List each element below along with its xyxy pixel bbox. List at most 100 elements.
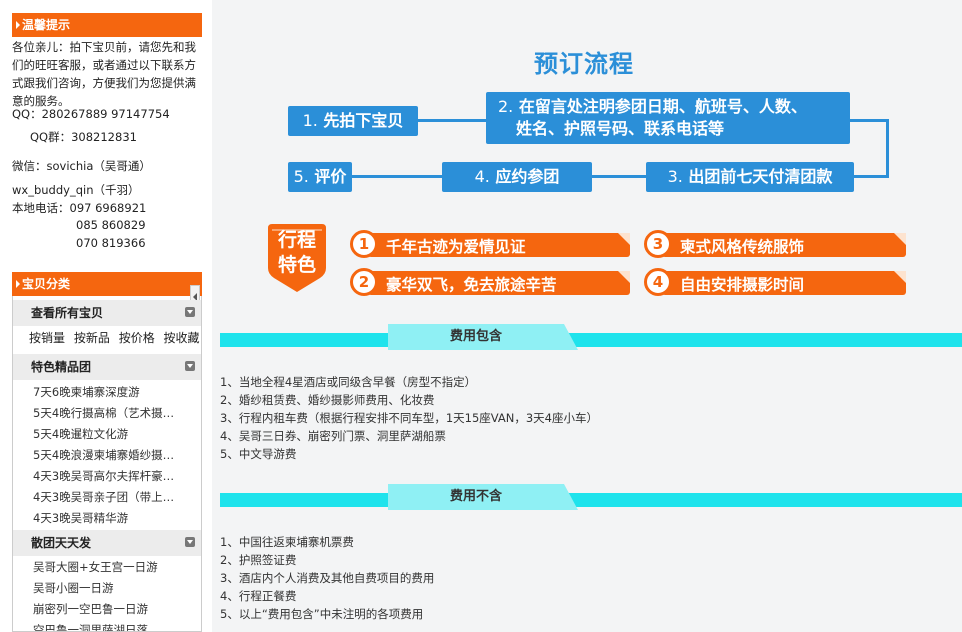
- feature-item-1: 1 千年古迹为爱情见证: [350, 230, 634, 258]
- qq-group: QQ群：308212831: [30, 130, 137, 144]
- feature-text: 豪华双飞，免去旅途辛苦: [386, 276, 557, 294]
- feature-bar: [662, 233, 906, 257]
- list-item[interactable]: 4天3晚吴哥精华游: [33, 511, 129, 525]
- process-step-3: 3. 出团前七天付清团款: [646, 162, 854, 192]
- wechat-contact: 微信：sovichia（吴哥通）: [12, 159, 151, 173]
- feature-number: 2: [350, 268, 378, 296]
- sort-by-new[interactable]: 按新品: [73, 331, 110, 345]
- feature-curl: [894, 271, 906, 283]
- sidebar: 温馨提示 各位亲儿：拍下宝贝前，请您先和我们的旺旺客服，或者通过以下联系方式跟我…: [0, 0, 212, 632]
- notice-header: 温馨提示: [12, 13, 202, 37]
- qq-contact: QQ：280267889 97147754: [12, 107, 170, 121]
- features-badge-text: 行程 特色: [264, 228, 330, 278]
- list-item: 5、中文导游费: [220, 447, 297, 461]
- list-item[interactable]: 4天3晚吴哥高尔夫挥杆豪…: [33, 469, 175, 483]
- step-number: 1.: [302, 111, 318, 130]
- feature-bar: [662, 271, 906, 295]
- feature-curl: [894, 233, 906, 245]
- feature-item-4: 4 自由安排摄影时间: [644, 268, 906, 296]
- badge-line-1: 行程: [277, 229, 316, 251]
- feature-number: 4: [644, 268, 672, 296]
- list-item: 3、行程内租车费（根据行程安排不同车型，1天15座VAN，3天4座小车）: [220, 411, 598, 425]
- group-daily[interactable]: 散团天天发: [13, 530, 201, 556]
- process-connector: [886, 119, 889, 177]
- list-item[interactable]: 吴哥大圈+女王宫一日游: [33, 560, 158, 574]
- chevron-down-icon[interactable]: [185, 537, 195, 547]
- feature-text: 柬式风格传统服饰: [680, 238, 805, 256]
- badge-line-2: 特色: [277, 254, 316, 276]
- step-label: 先拍下宝贝: [323, 111, 404, 130]
- wx-contact: wx_buddy_qin（千羽）: [12, 183, 140, 197]
- process-connector: [592, 175, 652, 178]
- step-label: 出团前七天付清团款: [688, 167, 833, 186]
- feature-item-2: 2 豪华双飞，免去旅途辛苦: [350, 268, 634, 296]
- list-item[interactable]: 空巴鲁一洞里萨湖日落: [33, 623, 148, 632]
- list-item: 2、婚纱租赁费、婚纱摄影师费用、化妆费: [220, 393, 435, 407]
- feature-number: 1: [350, 230, 378, 258]
- notice-paragraph: 各位亲儿：拍下宝贝前，请您先和我们的旺旺客服，或者通过以下联系方式跟我们咨询，方…: [12, 40, 196, 108]
- sort-by-sales[interactable]: 按销量: [29, 331, 66, 345]
- sort-by-favorites[interactable]: 按收藏: [163, 331, 200, 345]
- list-item: 1、中国往返柬埔寨机票费: [220, 535, 354, 549]
- notice-text: 各位亲儿：拍下宝贝前，请您先和我们的旺旺客服，或者通过以下联系方式跟我们咨询，方…: [12, 38, 202, 110]
- group-daily-title: 散团天天发: [31, 536, 92, 550]
- process-connector: [852, 175, 889, 178]
- list-item[interactable]: 5天4晚行摄高棉（艺术摄…: [33, 406, 175, 420]
- step-label: 在留言处注明参团日期、航班号、人数、: [518, 97, 807, 116]
- category-title: 宝贝分类: [22, 277, 71, 291]
- list-item: 4、行程正餐费: [220, 589, 297, 603]
- feature-text: 千年古迹为爱情见证: [386, 238, 526, 256]
- excluded-band: [220, 493, 962, 507]
- list-item[interactable]: 7天6晚柬埔寨深度游: [33, 385, 140, 399]
- chevron-down-icon[interactable]: [185, 307, 195, 317]
- phone-2: 085 860829: [76, 218, 146, 232]
- process-connector: [350, 175, 446, 178]
- category-header: 宝贝分类: [12, 272, 202, 296]
- phone-3: 070 819366: [76, 236, 146, 250]
- list-item[interactable]: 5天4晚暹粒文化游: [33, 427, 129, 441]
- list-item: 4、吴哥三日券、崩密列门票、洞里萨湖船票: [220, 429, 446, 443]
- group-featured-title: 特色精品团: [31, 360, 92, 374]
- list-item[interactable]: 崩密列一空巴鲁一日游: [33, 602, 148, 616]
- step-number: 3.: [667, 167, 683, 186]
- step-number: 4.: [474, 167, 490, 186]
- step-label: 评价: [314, 167, 347, 186]
- process-step-1: 1. 先拍下宝贝: [288, 106, 418, 136]
- sort-options: 按销量 按新品 按价格 按收藏: [29, 329, 201, 346]
- list-item: 3、酒店内个人消费及其他自费项目的费用: [220, 571, 435, 585]
- process-connector: [848, 119, 888, 122]
- step-number: 2.: [498, 97, 514, 116]
- list-item[interactable]: 吴哥小圈一日游: [33, 581, 114, 595]
- list-item[interactable]: 5天4晚浪漫柬埔寨婚纱摄…: [33, 448, 175, 462]
- notice-title: 温馨提示: [22, 18, 71, 32]
- included-list: 1、当地全程4星酒店或同级含早餐（房型不指定） 2、婚纱租赁费、婚纱摄影师费用、…: [220, 373, 598, 463]
- process-step-4: 4. 应约参团: [442, 162, 592, 192]
- all-items-link[interactable]: 查看所有宝贝: [13, 300, 201, 326]
- list-item: 5、以上“费用包含”中未注明的各项费用: [220, 607, 424, 621]
- list-item: 1、当地全程4星酒店或同级含早餐（房型不指定）: [220, 375, 477, 389]
- step-number: 5.: [293, 167, 309, 186]
- process-step-5: 5. 评价: [288, 162, 352, 192]
- process-title: 预订流程: [534, 50, 634, 78]
- feature-number: 3: [644, 230, 672, 258]
- included-title: 费用包含: [388, 324, 578, 350]
- feature-text: 自由安排摄影时间: [680, 276, 805, 294]
- category-panel: 查看所有宝贝 按销量 按新品 按价格 按收藏 特色精品团 7天6晚柬埔寨深度游 …: [12, 296, 202, 632]
- chevron-down-icon[interactable]: [185, 361, 195, 371]
- process-step-2: 2. 在留言处注明参团日期、航班号、人数、 姓名、护照号码、联系电话等: [486, 92, 850, 144]
- list-item: 2、护照签证费: [220, 553, 297, 567]
- features-badge-icon: [268, 224, 326, 292]
- included-band: [220, 333, 962, 347]
- group-featured[interactable]: 特色精品团: [13, 354, 201, 380]
- step-label: 应约参团: [495, 167, 560, 186]
- excluded-list: 1、中国往返柬埔寨机票费 2、护照签证费 3、酒店内个人消费及其他自费项目的费用…: [220, 533, 434, 623]
- process-connector: [416, 119, 488, 122]
- feature-curl: [618, 271, 630, 283]
- sort-by-price[interactable]: 按价格: [118, 331, 155, 345]
- excluded-title: 费用不含: [388, 484, 578, 510]
- feature-bar: [368, 271, 630, 295]
- feature-item-3: 3 柬式风格传统服饰: [644, 230, 906, 258]
- list-item[interactable]: 4天3晚吴哥亲子团（带上…: [33, 490, 175, 504]
- step-label-line2: 姓名、护照号码、联系电话等: [516, 119, 725, 138]
- phone-1: 本地电话：097 6968921: [12, 201, 147, 215]
